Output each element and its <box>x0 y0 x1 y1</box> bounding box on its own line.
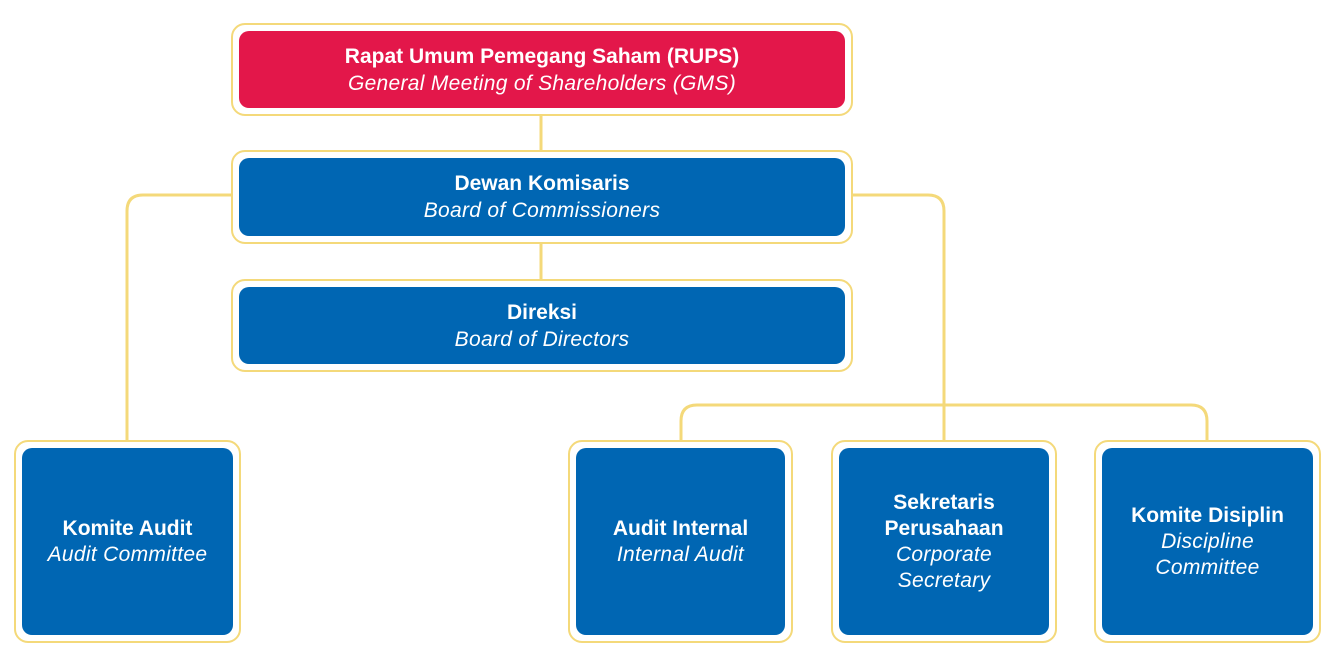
corporate-secretary-node: Sekretaris Perusahaan Corporate Secretar… <box>831 440 1057 643</box>
directors-title: Direksi <box>506 300 578 324</box>
commissioners-box: Dewan Komisaris Board of Commissioners <box>239 158 845 236</box>
corporate-secretary-box: Sekretaris Perusahaan Corporate Secretar… <box>839 448 1049 635</box>
discipline-committee-subtitle-line1: Discipline <box>1161 529 1254 553</box>
internal-audit-box: Audit Internal Internal Audit <box>576 448 785 635</box>
directors-node: Direksi Board of Directors <box>231 279 853 372</box>
discipline-committee-title: Komite Disiplin <box>1131 503 1284 527</box>
directors-box: Direksi Board of Directors <box>239 287 845 364</box>
corporate-secretary-title-line1: Sekretaris <box>893 490 995 514</box>
discipline-committee-box: Komite Disiplin Discipline Committee <box>1102 448 1313 635</box>
connector-commissioners-secretary <box>852 193 946 440</box>
commissioners-node: Dewan Komisaris Board of Commissioners <box>231 150 853 244</box>
connector-commissioners-audit-committee <box>125 193 231 440</box>
rups-title: Rapat Umum Pemegang Saham (RUPS) <box>344 44 740 68</box>
directors-subtitle: Board of Directors <box>454 327 630 351</box>
discipline-committee-node: Komite Disiplin Discipline Committee <box>1094 440 1321 643</box>
audit-committee-title: Komite Audit <box>62 516 193 540</box>
rups-box: Rapat Umum Pemegang Saham (RUPS) General… <box>239 31 845 108</box>
discipline-committee-subtitle-line2: Committee <box>1155 555 1260 579</box>
commissioners-subtitle: Board of Commissioners <box>423 199 661 222</box>
audit-committee-box: Komite Audit Audit Committee <box>22 448 233 635</box>
internal-audit-title: Audit Internal <box>612 516 749 540</box>
rups-node: Rapat Umum Pemegang Saham (RUPS) General… <box>231 23 853 116</box>
rups-subtitle: General Meeting of Shareholders (GMS) <box>347 71 737 95</box>
audit-committee-subtitle: Audit Committee <box>47 542 208 566</box>
audit-committee-node: Komite Audit Audit Committee <box>14 440 241 643</box>
connector-branch-right <box>679 403 1209 440</box>
internal-audit-subtitle: Internal Audit <box>616 542 745 566</box>
internal-audit-node: Audit Internal Internal Audit <box>568 440 793 643</box>
corporate-secretary-subtitle-line1: Corporate <box>895 542 993 566</box>
corporate-secretary-subtitle-line2: Secretary <box>897 568 991 592</box>
commissioners-title: Dewan Komisaris <box>454 172 630 195</box>
corporate-secretary-title-line2: Perusahaan <box>884 516 1004 540</box>
